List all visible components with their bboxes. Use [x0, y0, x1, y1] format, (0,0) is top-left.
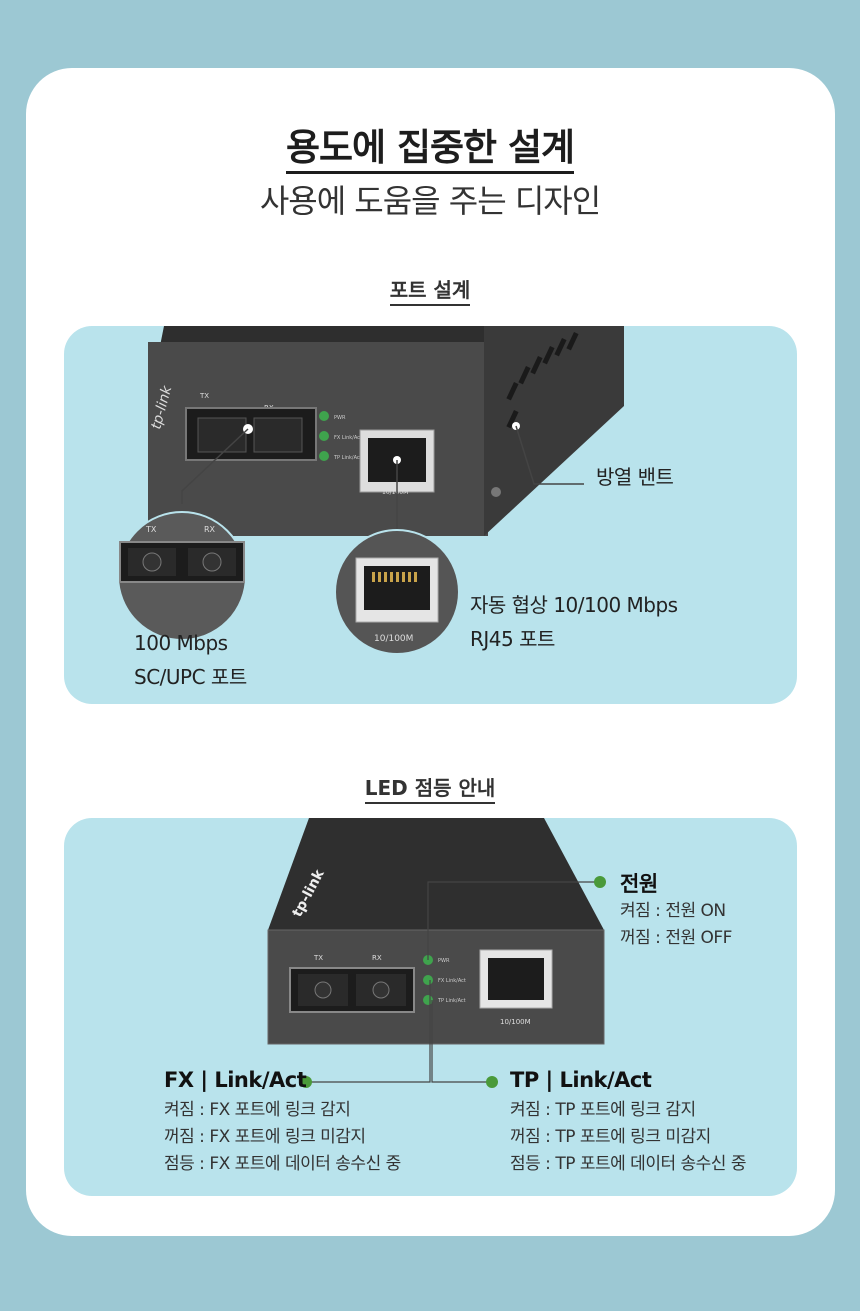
- page-subtitle: 사용에 도움을 주는 디자인: [259, 182, 601, 220]
- zoom-rx-label: RX: [204, 525, 216, 534]
- fx-off-desc: 꺼짐 : FX 포트에 링크 미감지: [164, 1127, 366, 1147]
- led-section-heading: LED 점등 안내: [0, 772, 860, 804]
- led-panel: tp-link TX RX PWR FX Link/Act TP Link/Ac…: [64, 818, 797, 1196]
- led-fx-label: FX Link/Act: [334, 435, 362, 441]
- zoom-rj45-label: 10/100M: [374, 634, 413, 644]
- rj45-label-line2: RJ45 포트: [470, 627, 555, 651]
- led-tp: [319, 451, 329, 461]
- led-rj45-port-label: 10/100M: [500, 1018, 531, 1026]
- fx-on-desc: 켜짐 : FX 포트에 링크 감지: [164, 1100, 351, 1120]
- power-on-desc: 켜짐 : 전원 ON: [620, 901, 726, 921]
- led-section-tp-label: TP Link/Act: [437, 998, 466, 1004]
- sc-label-line1: 100 Mbps: [134, 631, 228, 655]
- led-tp-label: TP Link/Act: [333, 455, 362, 461]
- led-pwr-label: PWR: [334, 415, 346, 421]
- tp-off-desc: 꺼짐 : TP 포트에 링크 미감지: [510, 1127, 711, 1147]
- rj45-label-line1: 자동 협상 10/100 Mbps: [470, 593, 678, 617]
- led-fx: [319, 431, 329, 441]
- led-pwr: [319, 411, 329, 421]
- led-section-pwr-label: PWR: [438, 958, 450, 964]
- tp-title: TP | Link/Act: [510, 1068, 652, 1092]
- zoom-tx-label: TX: [145, 525, 157, 534]
- fx-title: FX | Link/Act: [164, 1068, 307, 1092]
- port-panel: tp-link TX RX PWR FX Link/Act TP Link/Ac…: [64, 326, 797, 704]
- port-tx-label: TX: [199, 392, 209, 400]
- tp-on-desc: 켜짐 : TP 포트에 링크 감지: [510, 1100, 696, 1120]
- rj45-port-label: 10/100M: [382, 489, 408, 496]
- vent-label: 방열 밴트: [596, 465, 674, 489]
- port-device-illustration: tp-link TX RX PWR FX Link/Act TP Link/Ac…: [117, 326, 624, 655]
- power-title: 전원: [620, 872, 658, 896]
- led-port-tx-label: TX: [313, 954, 323, 962]
- fx-blink-desc: 점등 : FX 포트에 데이터 송수신 중: [164, 1154, 401, 1174]
- led-port-rx-label: RX: [372, 954, 382, 962]
- led-section-fx-label: FX Link/Act: [438, 978, 466, 984]
- sc-label-line2: SC/UPC 포트: [134, 665, 247, 689]
- led-section-fx: [423, 975, 433, 985]
- port-section-heading: 포트 설계: [0, 274, 860, 306]
- tp-blink-desc: 점등 : TP 포트에 데이터 송수신 중: [510, 1154, 746, 1174]
- power-off-desc: 꺼짐 : 전원 OFF: [620, 928, 732, 948]
- led-device-illustration: tp-link TX RX PWR FX Link/Act TP Link/Ac…: [267, 818, 606, 1088]
- page-title: 용도에 집중한 설계: [0, 117, 860, 174]
